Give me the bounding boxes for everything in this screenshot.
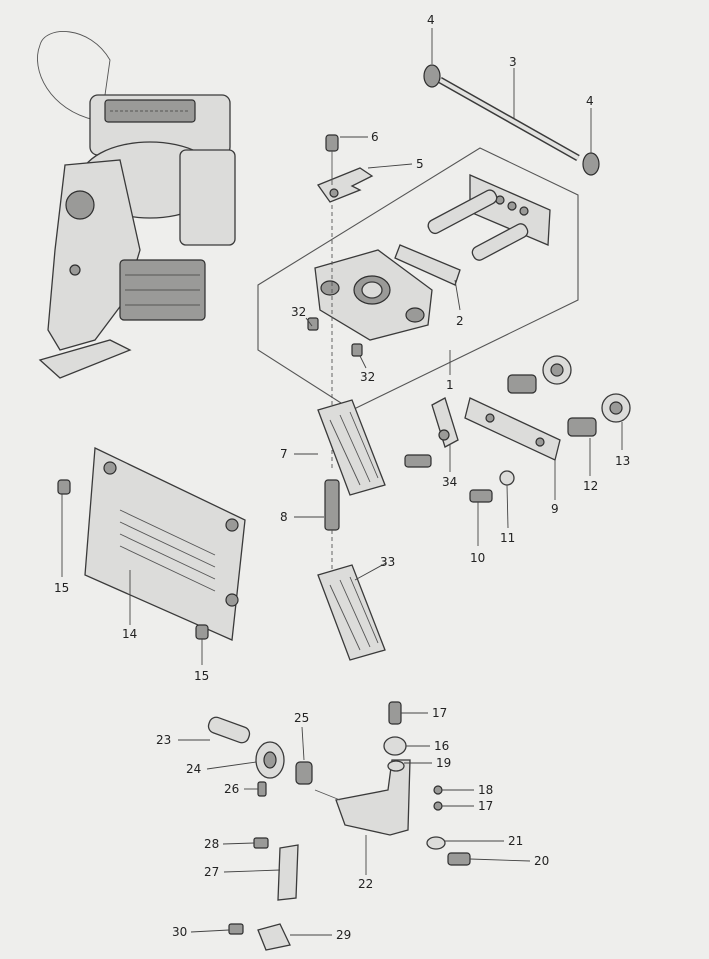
- leader-lines: [61, 28, 623, 936]
- callout-17: 17: [432, 706, 447, 720]
- callout-28: 27: [204, 865, 219, 879]
- callout-19: 18: [478, 783, 493, 797]
- callout-20: 19: [436, 756, 451, 770]
- callout-14: 14: [122, 627, 137, 641]
- callout-26: 25: [294, 711, 309, 725]
- callout-18: 17: [478, 799, 493, 813]
- callout-24: 23: [156, 733, 171, 747]
- clamp-part-5: [316, 134, 374, 203]
- feed-dog-part-7: [317, 205, 386, 570]
- feed-dog-part-33: [317, 564, 386, 661]
- callout-23: 22: [358, 877, 373, 891]
- callout-10: 10: [470, 551, 485, 565]
- callout-1: 1: [446, 378, 454, 392]
- callout-7: 7: [280, 447, 288, 461]
- callout-21: 20: [534, 854, 549, 868]
- callout-16: 16: [434, 739, 449, 753]
- feed-assembly: [257, 147, 579, 411]
- machine-overview: [37, 31, 236, 379]
- callout-13: 13: [615, 454, 630, 468]
- callout-15-bottom: 15: [194, 669, 209, 683]
- feed-bar-cluster: [404, 355, 631, 503]
- callout-labels: 4 3 4 6 5 2 1 32 32 7 8 34 9 10 11 12 13…: [54, 13, 630, 942]
- callout-32-left: 32: [291, 305, 306, 319]
- callout-22: 21: [508, 834, 523, 848]
- callout-4-right: 4: [586, 94, 594, 108]
- throat-plate-part-14: [57, 447, 246, 641]
- callout-32-right: 32: [360, 370, 375, 384]
- callout-3: 3: [509, 55, 517, 69]
- callout-30: 29: [336, 928, 351, 942]
- callout-6: 6: [371, 130, 379, 144]
- lower-assembly: [207, 701, 471, 951]
- callout-34: 34: [442, 475, 457, 489]
- callout-11: 11: [500, 531, 515, 545]
- callout-2: 2: [456, 314, 464, 328]
- callout-8: 8: [280, 510, 288, 524]
- callout-33: 33: [380, 555, 395, 569]
- callout-31: 30: [172, 925, 187, 939]
- callout-5: 5: [416, 157, 424, 171]
- callout-4-top: 4: [427, 13, 435, 27]
- callout-9: 9: [551, 502, 559, 516]
- shaft-part-3: [423, 64, 600, 176]
- callout-25: 24: [186, 762, 201, 776]
- callout-15-left: 15: [54, 581, 69, 595]
- callout-12: 12: [583, 479, 598, 493]
- callout-29: 28: [204, 837, 219, 851]
- callout-27: 26: [224, 782, 239, 796]
